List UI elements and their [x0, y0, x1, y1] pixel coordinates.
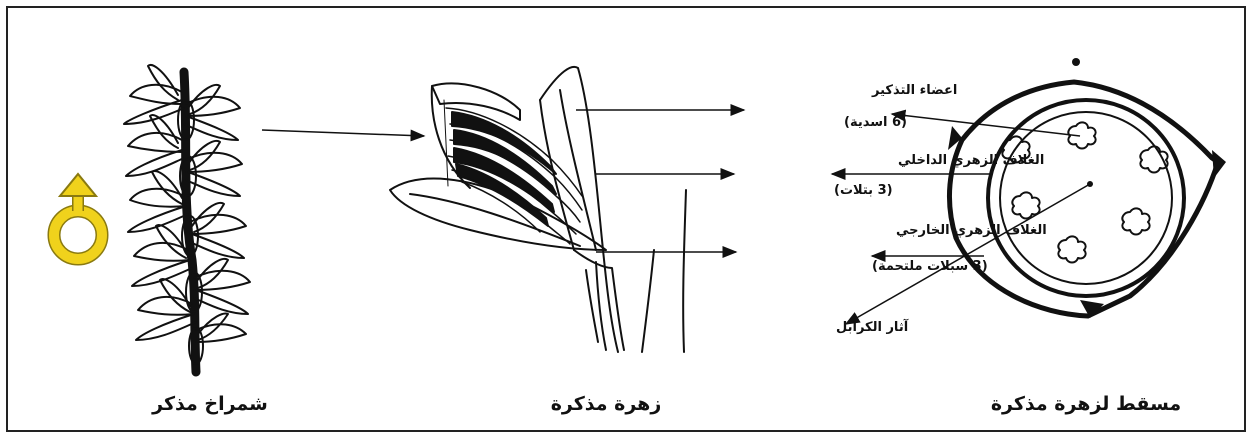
label-inner-perianth-detail: (3 بتلات)	[834, 183, 893, 198]
label-inner-perianth-title: الغلاف الزهري الداخلي	[898, 153, 1044, 168]
label-carpel-traces: آثار الكرابل	[836, 318, 909, 335]
male-symbol-icon	[54, 174, 102, 259]
label-stamens-detail: (6 اسدية)	[844, 115, 907, 130]
label-outer-perianth-detail: (3 سبلات ملتحمة)	[872, 259, 988, 274]
caption-floral-projection: مسقط لزهرة مذكرة	[991, 393, 1181, 415]
pointer-lines	[576, 110, 1090, 324]
label-stamens-title: اعضاء التذكير	[871, 83, 957, 98]
caption-male-spike: شمراخ مذكر	[151, 393, 268, 415]
caption-male-flower: زهرة مذكرة	[551, 393, 662, 415]
male-spike-drawing	[124, 65, 250, 372]
label-outer-perianth-title: الغلاف الزهري الخارجي	[896, 223, 1047, 238]
floral-projection-drawing	[948, 58, 1226, 318]
spike-to-flower-arrow	[262, 130, 424, 136]
